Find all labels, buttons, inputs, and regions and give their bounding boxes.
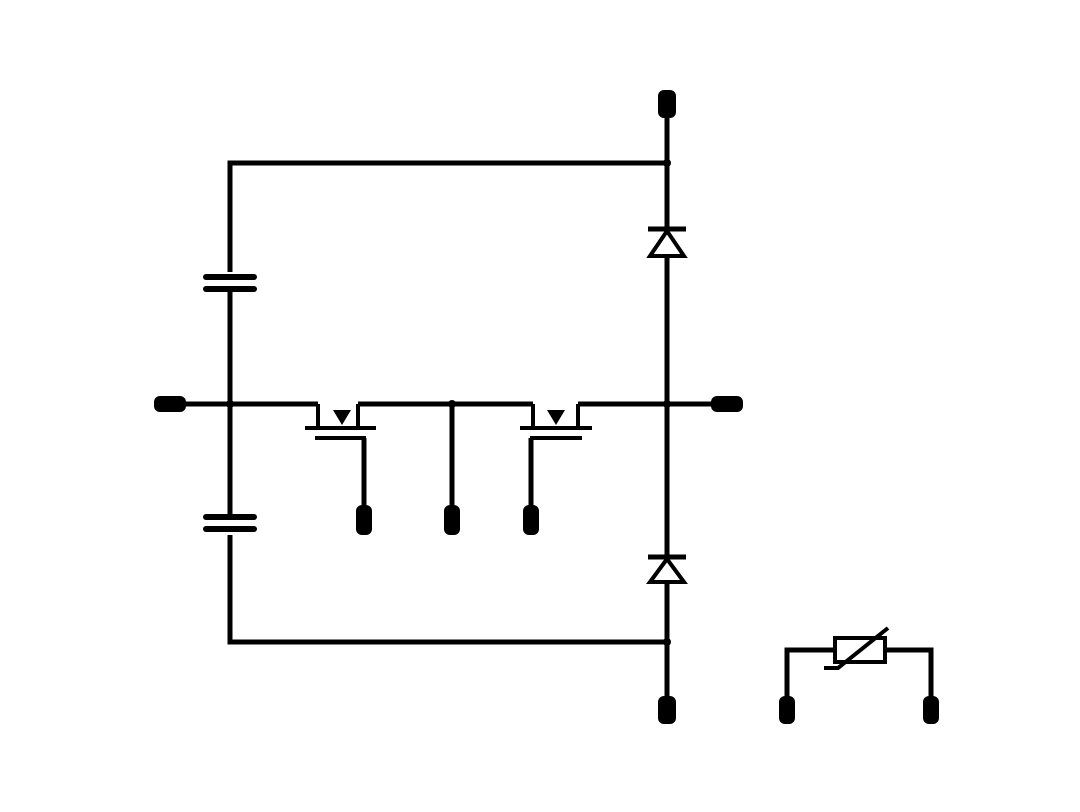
bottom-loop-wire bbox=[227, 535, 667, 645]
terminal-q2 bbox=[523, 505, 539, 535]
varistor-rv1 bbox=[784, 626, 934, 700]
junction-nodes bbox=[226, 159, 671, 646]
junction-node bbox=[448, 400, 456, 408]
junction-node bbox=[663, 400, 671, 408]
diode-d1 bbox=[646, 226, 688, 258]
mosfet-q1 bbox=[305, 404, 376, 512]
terminal-center bbox=[444, 505, 460, 535]
terminal-varistor-left bbox=[779, 696, 795, 724]
terminal-top-right bbox=[658, 90, 676, 118]
junction-node bbox=[663, 159, 671, 167]
capacitor-c2 bbox=[203, 514, 257, 532]
capacitor-c1 bbox=[203, 274, 257, 292]
terminal-right bbox=[711, 396, 743, 412]
terminal-bottom-right bbox=[658, 696, 676, 724]
junction-node bbox=[226, 400, 234, 408]
terminal-varistor-right bbox=[923, 696, 939, 724]
top-loop-wire bbox=[227, 160, 667, 272]
terminal-left bbox=[154, 396, 186, 412]
terminal-q1 bbox=[356, 505, 372, 535]
terminals bbox=[154, 90, 939, 724]
mosfet-q2 bbox=[520, 404, 592, 512]
diode-d2 bbox=[646, 554, 688, 584]
junction-node bbox=[663, 638, 671, 646]
